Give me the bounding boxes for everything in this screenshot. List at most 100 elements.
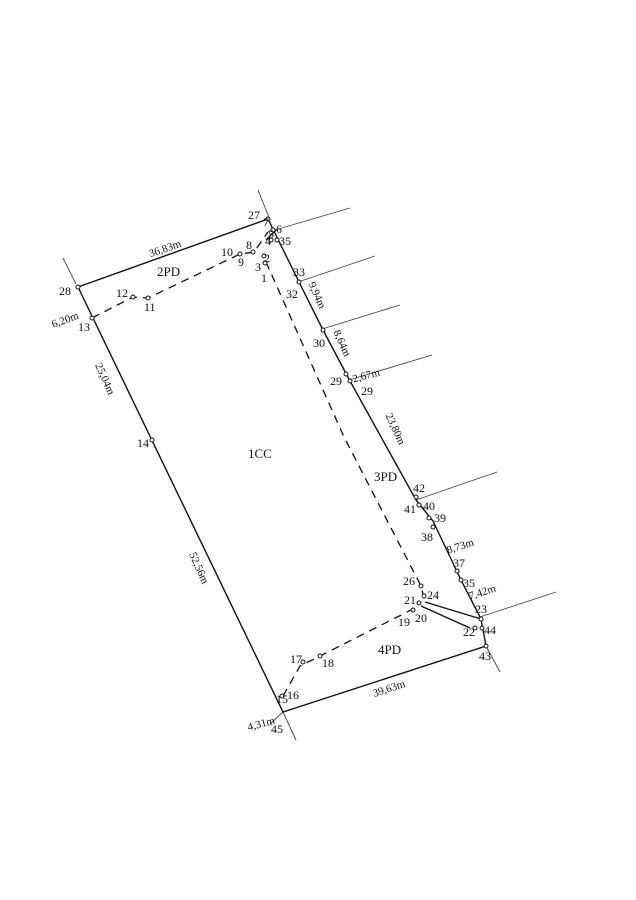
parcel-labels: 2PD 1CC 3PD 4PD [157,264,401,657]
boundary-outline [77,218,487,713]
division-lines [91,231,426,697]
point-label-11: 11 [144,300,156,314]
point-marker-37 [454,568,460,574]
point-marker-30 [343,371,349,377]
division-4pd [282,605,420,697]
ext-line-left-bottom [282,711,297,741]
point-label-41: 41 [404,502,416,516]
point-label-2: 2 [264,251,270,265]
point-marker-3 [262,260,268,266]
point-marker-22 [472,625,478,631]
point-label-23: 23 [475,602,487,616]
point-marker-39 [426,515,432,521]
ext-line-top-right [267,207,351,233]
point-marker-43 [483,643,489,649]
parcel-label-4pd: 4PD [378,642,401,657]
point-marker-40 [416,502,422,508]
division-2pd [91,231,269,319]
point-marker-8 [250,249,256,255]
point-marker-2 [261,253,267,259]
dimension-left-upper: 25,04m [92,362,117,398]
point-label-17: 17 [290,652,302,666]
point-label-40: 40 [423,499,435,513]
point-label-26: 26 [403,574,415,588]
point-marker-33 [296,279,302,285]
point-label-37: 37 [453,556,465,570]
point-label-44: 44 [484,623,496,637]
point-marker-27 [265,216,271,222]
point-label-15: 15 [276,692,288,706]
point-label-29-visible: 29 [361,384,373,398]
point-marker-28 [75,284,81,290]
ext-line-29 [348,354,433,381]
point-label-14: 14 [137,436,149,450]
dimension-right-b: 8,64m [331,328,353,359]
point-marker-24 [421,593,427,599]
point-marker-14 [149,437,155,443]
dimension-right-d: 23,80m [382,411,407,447]
point-label-42: 42 [413,481,425,495]
point-label-33: 33 [293,265,305,279]
point-marker-18 [317,653,323,659]
point-marker-34 [274,237,280,243]
point-label-5: 5 [268,227,274,241]
dimension-right-a: 9,94m [306,280,328,311]
point-label-30: 29 [330,374,342,388]
point-label-9: 9 [238,255,244,269]
point-label-20: 20 [415,611,427,625]
boundary-inner-right-2 [420,605,471,629]
point-marker-15 [279,693,285,699]
ext-line-right-top [257,189,271,221]
point-markers [75,216,489,699]
point-marker-6 [270,227,276,233]
dimension-right-e: 8,73m [445,536,476,556]
point-label-19: 19 [398,615,410,629]
point-marker-9 [237,251,243,257]
point-marker-35 [458,577,464,583]
point-marker-21 [416,600,422,606]
point-marker-38 [430,524,436,530]
point-label-4: 4 [265,234,271,248]
point-label-24: 24 [427,588,439,602]
point-label-21: 21 [404,593,416,607]
ext-line-33 [297,255,376,283]
point-marker-17 [300,659,306,665]
point-labels: 27 7 6 5 4 35 10 8 9 2 3 1 33 32 28 12 1… [59,208,496,736]
point-label-45: 45 [271,722,283,736]
ext-line-right-bottom [485,645,501,673]
point-label-22: 22 [463,625,475,639]
ext-line-23 [479,591,557,618]
point-label-3: 3 [255,260,261,274]
boundary-inner-right [424,601,482,620]
point-label-13: 13 [78,320,90,334]
point-marker-26 [418,583,424,589]
point-marker-11 [145,295,151,301]
dimension-top: 36,83m [147,238,183,260]
ext-line-42 [415,471,498,501]
point-marker-23 [478,616,484,622]
point-label-27: 27 [248,208,260,222]
point-label-16-visible: 16 [287,688,299,702]
neighbor-lines [62,189,557,741]
ext-line-31 [321,304,401,330]
point-marker-12 [130,294,136,300]
ext-line-bottom-left [269,711,284,725]
point-label-34: 35 [279,234,291,248]
point-label-8: 8 [246,238,252,252]
parcel-label-3pd: 3PD [374,469,397,484]
point-marker-13 [89,315,95,321]
point-marker-19 [410,607,416,613]
parcel-label-2pd: 2PD [157,264,180,279]
point-label-43: 43 [479,649,491,663]
point-label-7: 7 [263,215,269,229]
point-label-6: 6 [276,222,282,236]
point-marker-44 [479,625,485,631]
point-label-35-visible: 35 [463,576,475,590]
point-marker-42 [413,494,419,500]
ext-line-left-top [62,257,77,285]
extra-point-labels: 29 35 16 [287,384,475,702]
point-label-32: 32 [286,287,298,301]
outer-boundary [77,218,487,713]
point-label-18: 18 [322,656,334,670]
